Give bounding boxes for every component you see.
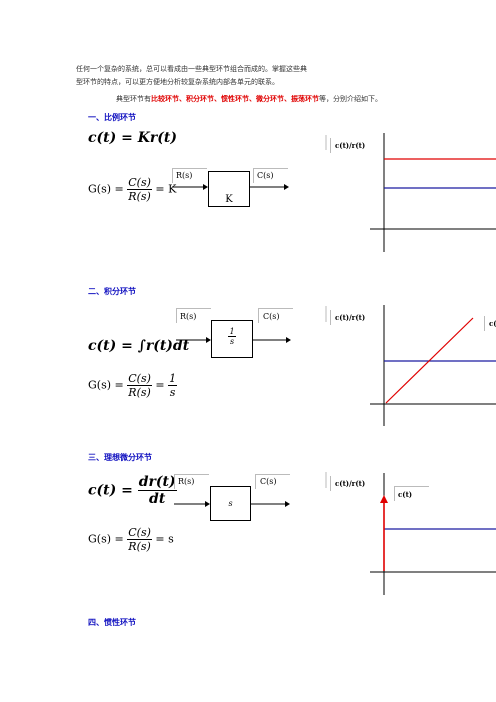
s2-tf-num: C(s) <box>127 372 152 386</box>
s3-tf-fraction: C(s)R(s) <box>127 526 152 553</box>
s2-tf-eq: = <box>155 378 165 392</box>
s1-tf-num: C(s) <box>127 176 152 190</box>
s3-differentiator-block: s <box>210 486 251 521</box>
s2-block-num: 1 <box>228 327 236 337</box>
s3-input-box <box>174 474 209 489</box>
s2-input-box <box>176 308 211 323</box>
s2-output-box <box>258 308 293 323</box>
s3-output-box <box>255 474 290 489</box>
s2-tf-rden: s <box>169 386 176 399</box>
s1-tf-lhs: G(s) = <box>88 182 124 196</box>
s3-tf-num: C(s) <box>127 526 152 540</box>
s1-plot-label: c(t)/r(t) <box>330 138 369 153</box>
section-4-title: 四、惯性环节 <box>88 617 136 627</box>
s1-gain-block: K <box>208 171 250 207</box>
s1-output-box <box>253 168 288 183</box>
s2-input-label: R(s) <box>180 312 197 321</box>
s1-tf-rhs: = K <box>155 182 177 196</box>
section-3-title: 三、理想微分环节 <box>88 452 152 462</box>
intro-line-1: 任何一个复杂的系统，总可以看成由一些典型环节组合而成的。掌握这些典 <box>76 65 307 73</box>
intro-line-2: 型环节的特点，可以更方便地分析较复杂系统内部各单元的联系。 <box>76 78 279 86</box>
s1-tf-fraction: C(s)R(s) <box>127 176 152 203</box>
s2-block-den: s <box>229 337 235 346</box>
s2-tf-lhs: G(s) = <box>88 378 124 392</box>
intro-lead: 典型环节有比较环节、积分环节、惯性环节、微分环节、振荡环节等，分别介绍如下。 <box>116 94 382 104</box>
s3-impulse-arrowhead <box>380 495 388 503</box>
s1-transfer-function: G(s) = C(s)R(s) = K <box>88 176 176 203</box>
s2-output-label: C(s) <box>263 312 280 321</box>
s3-tf-den: R(s) <box>128 540 151 553</box>
s3-transfer-function: G(s) = C(s)R(s) = s <box>88 526 174 553</box>
s3-input-label: R(s) <box>178 477 195 486</box>
s2-plot-label: c(t)/r(t) <box>330 310 369 325</box>
s1-input-box <box>172 168 207 183</box>
lead-suffix: 等，分别介绍如下。 <box>319 95 382 103</box>
s3-plot-label: c(t)/r(t) <box>330 476 369 491</box>
s1-tf-den: R(s) <box>128 190 151 203</box>
s3-time-equation: c(t) = dr(t)dt <box>88 474 177 507</box>
lead-items: 比较环节、积分环节、惯性环节、微分环节、振荡环节 <box>151 94 319 103</box>
s3-tf-rhs: = s <box>155 532 174 546</box>
lead-prefix: 典型环节有 <box>116 95 151 103</box>
s2-tf-fraction: C(s)R(s) <box>127 372 152 399</box>
s3-curve-box <box>394 486 429 501</box>
s3-time-lhs: c(t) = <box>88 482 133 499</box>
section-2-title: 二、积分环节 <box>88 286 136 296</box>
section-1-title: 一、比例环节 <box>88 112 136 122</box>
s1-time-equation: c(t) = Kr(t) <box>88 130 177 146</box>
s1-output-label: C(s) <box>257 171 274 180</box>
s2-curve-label: c(t <box>484 316 496 331</box>
s3-curve-label: c(t) <box>398 490 413 499</box>
s3-time-fraction: dr(t)dt <box>137 474 177 507</box>
s3-tf-lhs: G(s) = <box>88 532 124 546</box>
s2-time-equation: c(t) = ∫r(t)dt <box>88 338 190 354</box>
s3-time-num: dr(t) <box>137 474 177 491</box>
s3-time-den: dt <box>149 491 166 507</box>
s3-output-label: C(s) <box>260 477 277 486</box>
s2-tf-rnum: 1 <box>168 372 178 386</box>
s2-output-ramp <box>385 317 474 404</box>
s1-input-label: R(s) <box>176 171 193 180</box>
s2-tf-den: R(s) <box>128 386 151 399</box>
